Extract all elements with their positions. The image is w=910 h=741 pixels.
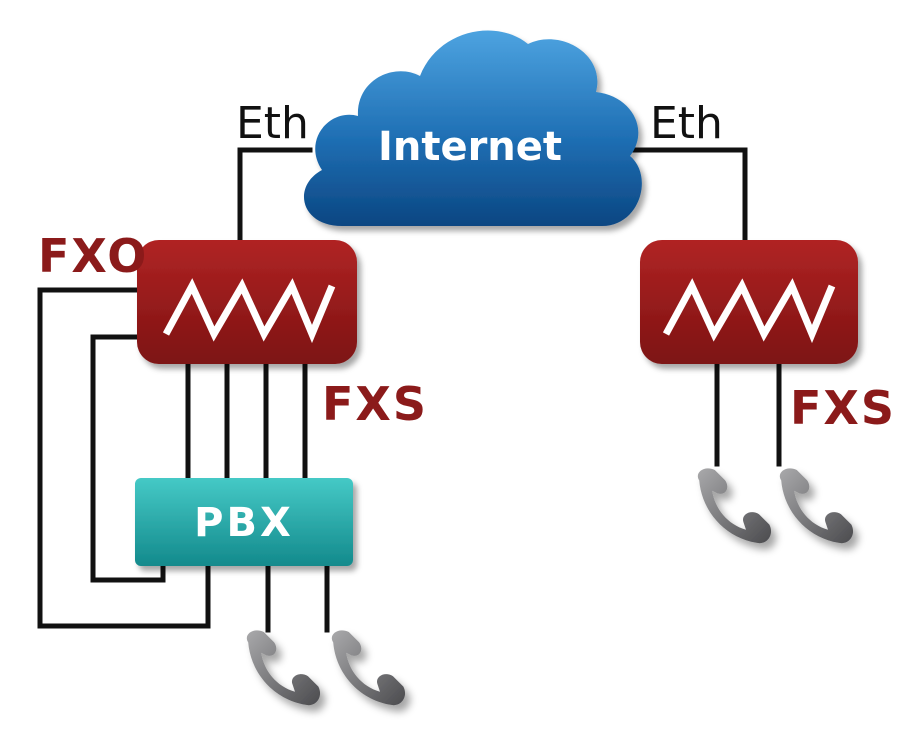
- eth-wire-left: [237, 147, 313, 243]
- fxs-label-right: FXS: [790, 381, 896, 435]
- wiring: [37, 147, 782, 633]
- phone-icon: [331, 630, 406, 706]
- fxo-wire-outer: [37, 287, 211, 629]
- right-gateway: [640, 240, 858, 364]
- pbx-box: PBX: [135, 478, 353, 566]
- phone-icon: [246, 630, 321, 706]
- mw-logo-icon: [162, 278, 336, 344]
- eth-label-left: Eth: [236, 98, 309, 149]
- cloud-icon: [303, 30, 642, 226]
- pbx-label: PBX: [194, 500, 294, 546]
- fxs-label-left: FXS: [322, 377, 428, 431]
- phone-icon: [697, 468, 772, 544]
- eth-wire-right: [629, 147, 748, 243]
- fxo-label: FXO: [38, 229, 148, 283]
- phone-icon: [779, 468, 854, 544]
- mw-logo-icon: [662, 278, 836, 344]
- internet-cloud: Internet: [303, 30, 642, 226]
- cloud-label: Internet: [378, 124, 562, 170]
- eth-label-right: Eth: [650, 98, 723, 149]
- left-gateway: [137, 240, 357, 364]
- fxo-wire-inner: [90, 334, 166, 583]
